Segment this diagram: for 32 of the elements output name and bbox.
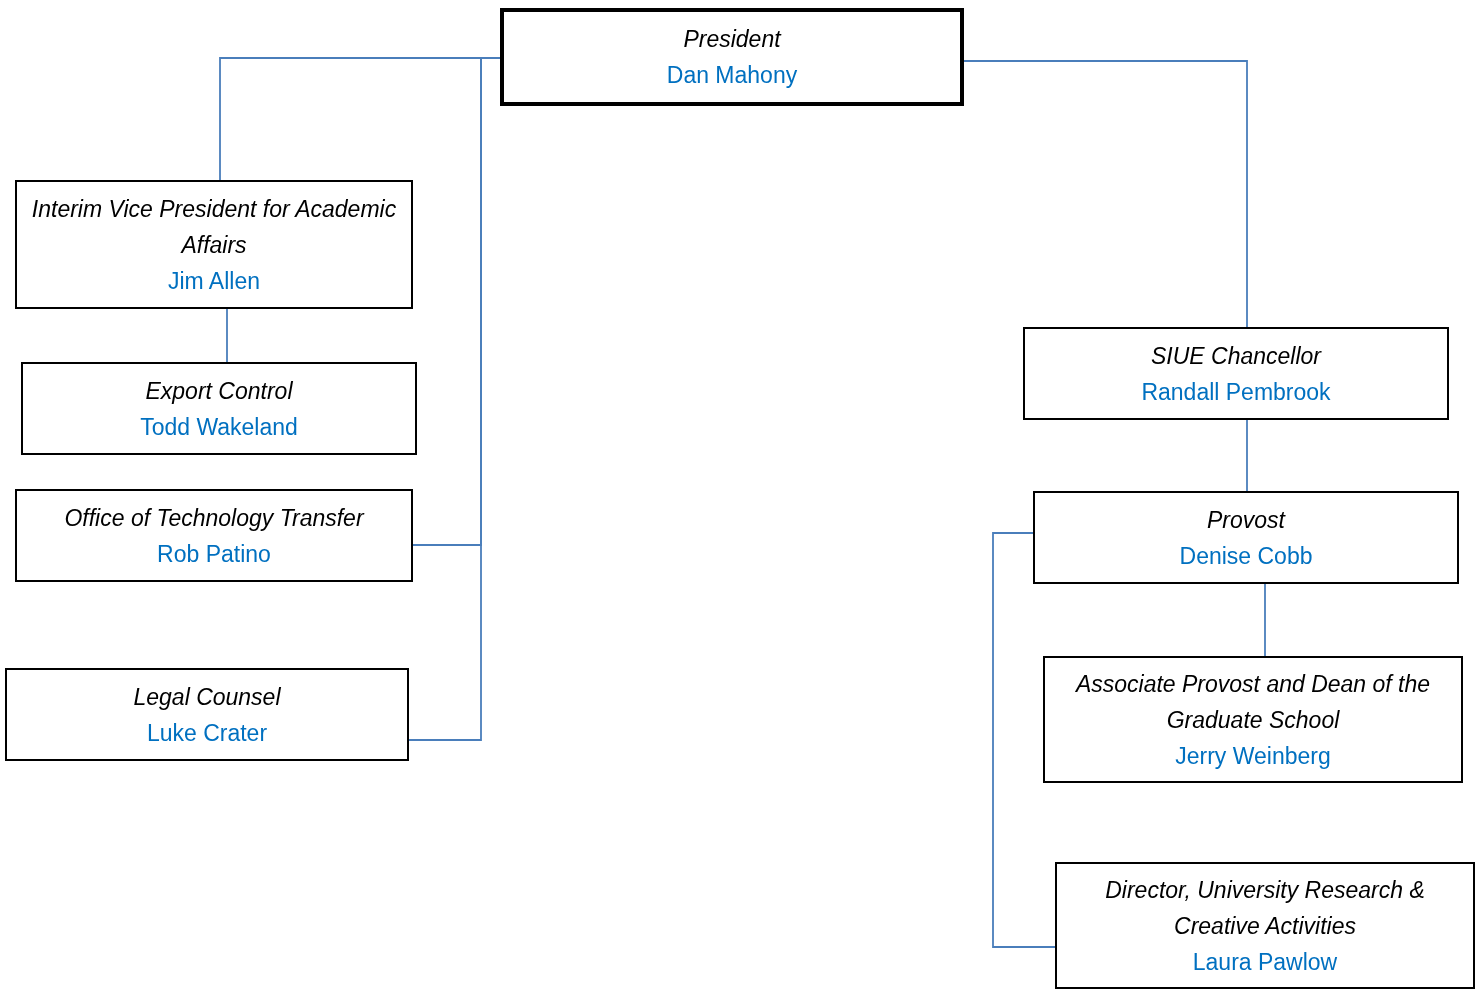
position-box bbox=[1023, 327, 1449, 420]
job-title: Associate Provost and Dean of the Graduate School bbox=[1074, 669, 1432, 735]
person-name: Todd Wakeland bbox=[140, 412, 298, 442]
job-title: SIUE Chancellor bbox=[1151, 341, 1321, 371]
connector-line bbox=[1264, 583, 1266, 657]
position-box bbox=[15, 489, 413, 582]
job-title: Director, University Research & Creative Activities bbox=[1104, 875, 1426, 941]
person-name: Denise Cobb bbox=[1179, 541, 1313, 571]
position-box bbox=[5, 668, 409, 761]
person-name: Laura Pawlow bbox=[1192, 947, 1338, 977]
job-title: Legal Counsel bbox=[133, 682, 281, 712]
job-title: Interim Vice President for Academic Affairs bbox=[30, 194, 398, 260]
connector-line bbox=[963, 60, 1248, 328]
job-title: Office of Technology Transfer bbox=[64, 503, 364, 533]
job-title: Export Control bbox=[145, 376, 293, 406]
connector-line bbox=[226, 308, 228, 363]
position-box bbox=[1043, 656, 1463, 783]
person-name: Luke Crater bbox=[146, 718, 268, 748]
person-name: Jim Allen bbox=[167, 266, 260, 296]
person-name: Dan Mahony bbox=[666, 61, 798, 90]
position-box bbox=[15, 180, 413, 309]
person-name: Jerry Weinberg bbox=[1175, 741, 1331, 771]
connector-line bbox=[1246, 419, 1248, 492]
position-box bbox=[500, 8, 964, 106]
person-name: Randall Pembrook bbox=[1141, 377, 1331, 407]
job-title: President bbox=[683, 25, 781, 54]
position-box bbox=[1055, 862, 1475, 989]
connector-line bbox=[992, 532, 1056, 948]
position-box bbox=[21, 362, 417, 455]
person-name: Rob Patino bbox=[157, 539, 271, 569]
job-title: Provost bbox=[1207, 505, 1285, 535]
position-box bbox=[1033, 491, 1459, 584]
